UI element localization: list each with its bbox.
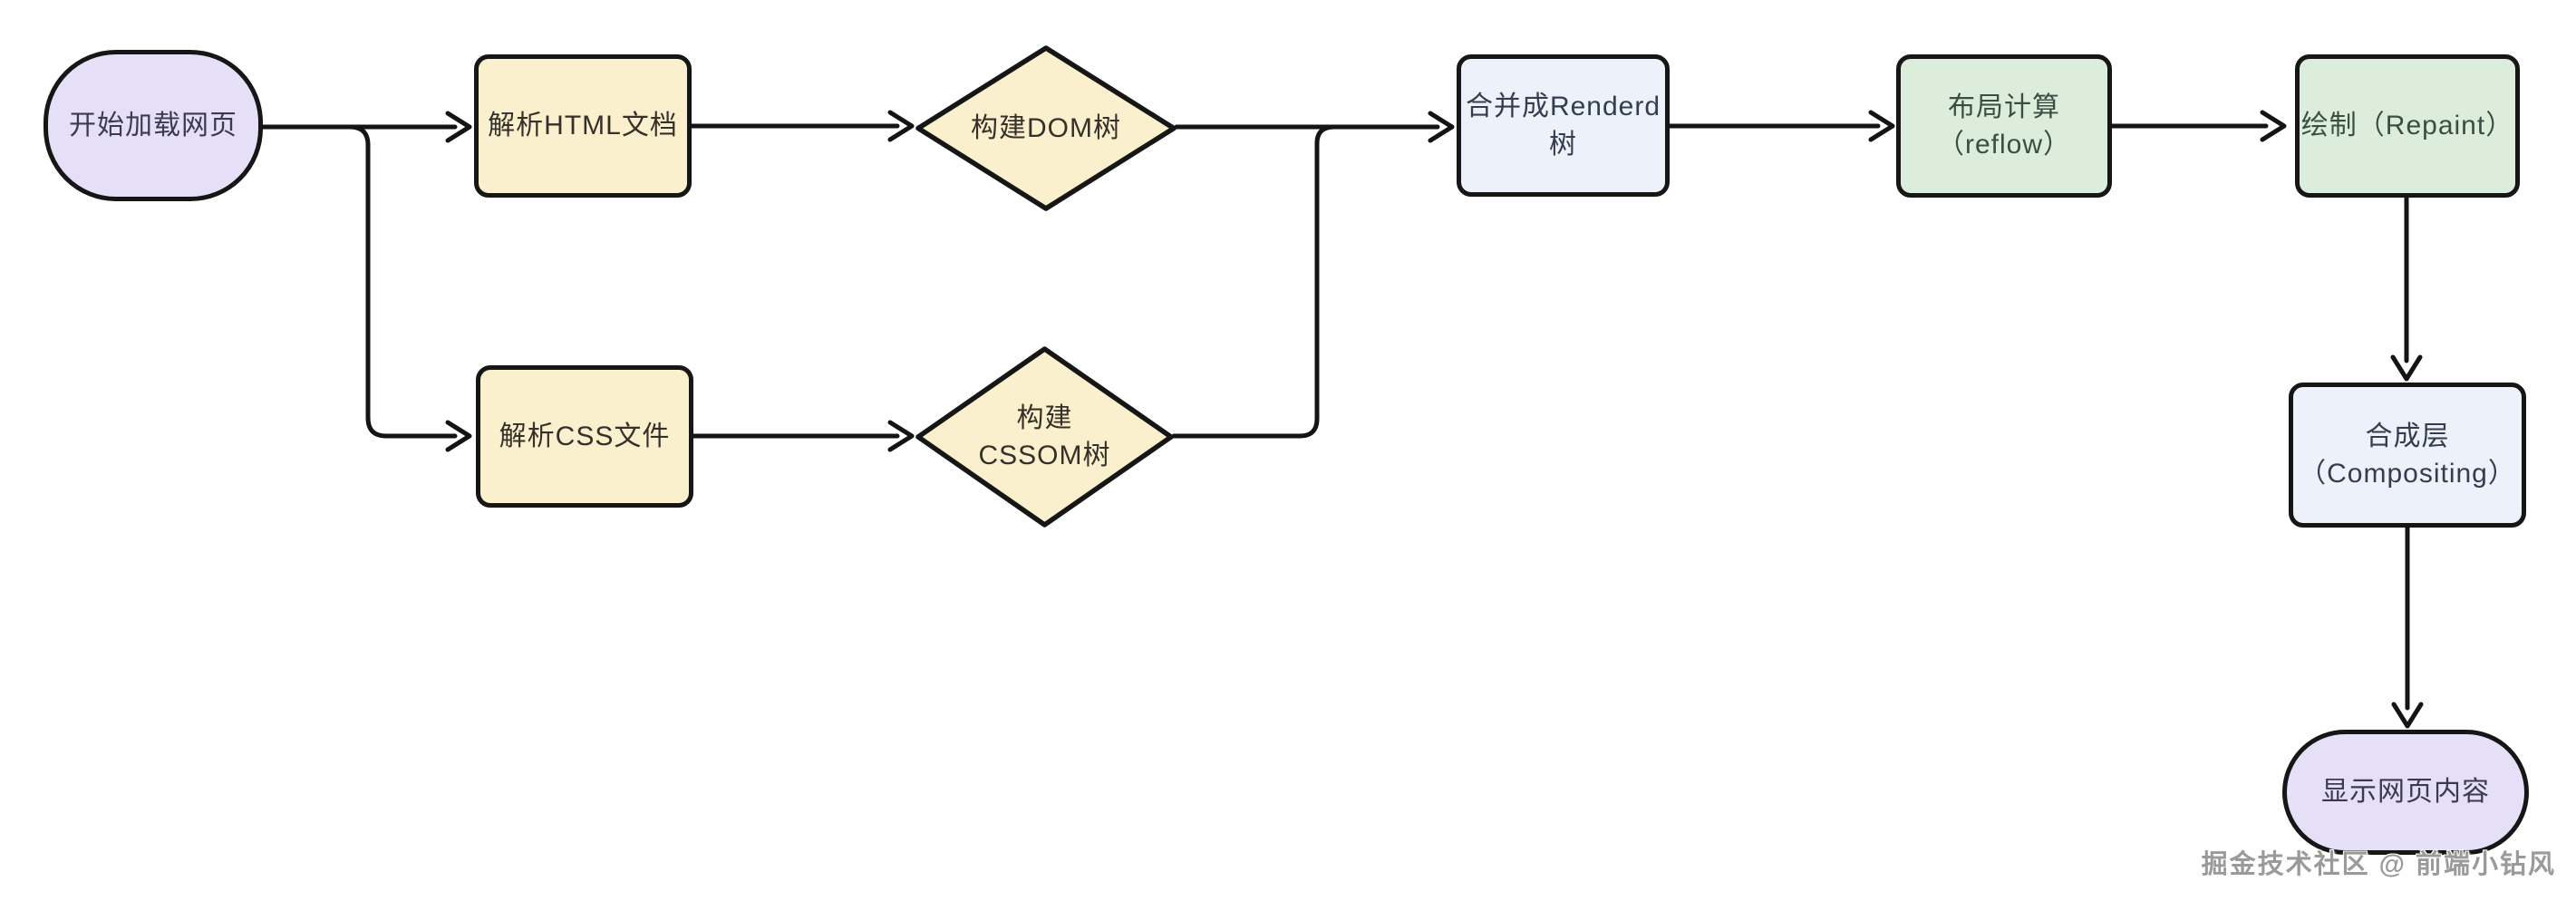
edge-build-cssom-merge [1171,124,1337,439]
node-build-dom: 构建DOM树 [915,45,1177,211]
arrowhead-icon [887,110,915,142]
watermark-text: 掘金技术社区 @ 前端小钻风 [2201,850,2556,879]
edge-parse-css-to-build-cssom [691,420,915,452]
label-line-1: 布局计算 [1948,92,2060,122]
node-composite-label: 合成层 （Compositing） [2299,418,2516,493]
label-line-1: 合并成Renderd [1465,92,1661,122]
node-parse-css-label: 解析CSS文件 [499,421,671,451]
label-line-2: 树 [1548,129,1577,160]
node-layout-label: 布局计算 （reflow） [1937,89,2071,164]
node-render-tree: 合并成Renderd 树 [1457,54,1670,197]
edge-render-tree-to-layout [1667,110,1895,142]
arrowhead-icon [1868,110,1895,142]
node-display-label: 显示网页内容 [2321,777,2490,808]
arrowhead-icon [445,111,472,143]
edge-build-dom-to-render-tree [1174,111,1455,143]
node-start-label: 开始加载网页 [69,110,237,140]
edge-parse-html-to-build-dom [689,110,915,142]
edge-paint-to-composite [2390,195,2423,382]
node-start: 开始加载网页 [44,50,263,201]
node-render-tree-label: 合并成Renderd 树 [1466,88,1661,163]
arrowhead-icon [445,420,472,452]
label-line-1: 构建 [1016,402,1073,433]
node-paint-label: 绘制（Repaint） [2300,111,2514,141]
node-build-dom-label: 构建DOM树 [971,112,1121,143]
arrowhead-icon [2260,110,2287,142]
node-layout: 布局计算 （reflow） [1896,54,2112,198]
label-line-2: （Compositing） [2299,459,2516,489]
node-paint: 绘制（Repaint） [2295,54,2520,198]
node-display: 显示网页内容 [2282,730,2529,855]
label-line-2: CSSOM树 [978,441,1111,470]
node-composite: 合成层 （Compositing） [2289,383,2526,528]
node-parse-css: 解析CSS文件 [476,365,693,508]
arrowhead-icon [2391,702,2424,729]
edge-start-to-parse-css [347,124,472,452]
node-parse-html-label: 解析HTML文档 [488,111,678,141]
diamond-shape [915,346,1174,528]
arrowhead-icon [1428,111,1455,143]
arrowhead-icon [2390,354,2423,382]
label-line-2: （reflow） [1936,130,2072,160]
diamond-shape [915,45,1177,211]
arrowhead-icon [887,420,915,452]
node-parse-html: 解析HTML文档 [474,54,692,198]
node-build-cssom-label: 构建 CSSOM树 [978,400,1110,475]
edge-layout-to-paint [2109,110,2287,142]
edge-composite-to-display [2391,525,2424,729]
label-line-1: 合成层 [2365,421,2450,451]
node-build-cssom: 构建 CSSOM树 [915,346,1174,528]
